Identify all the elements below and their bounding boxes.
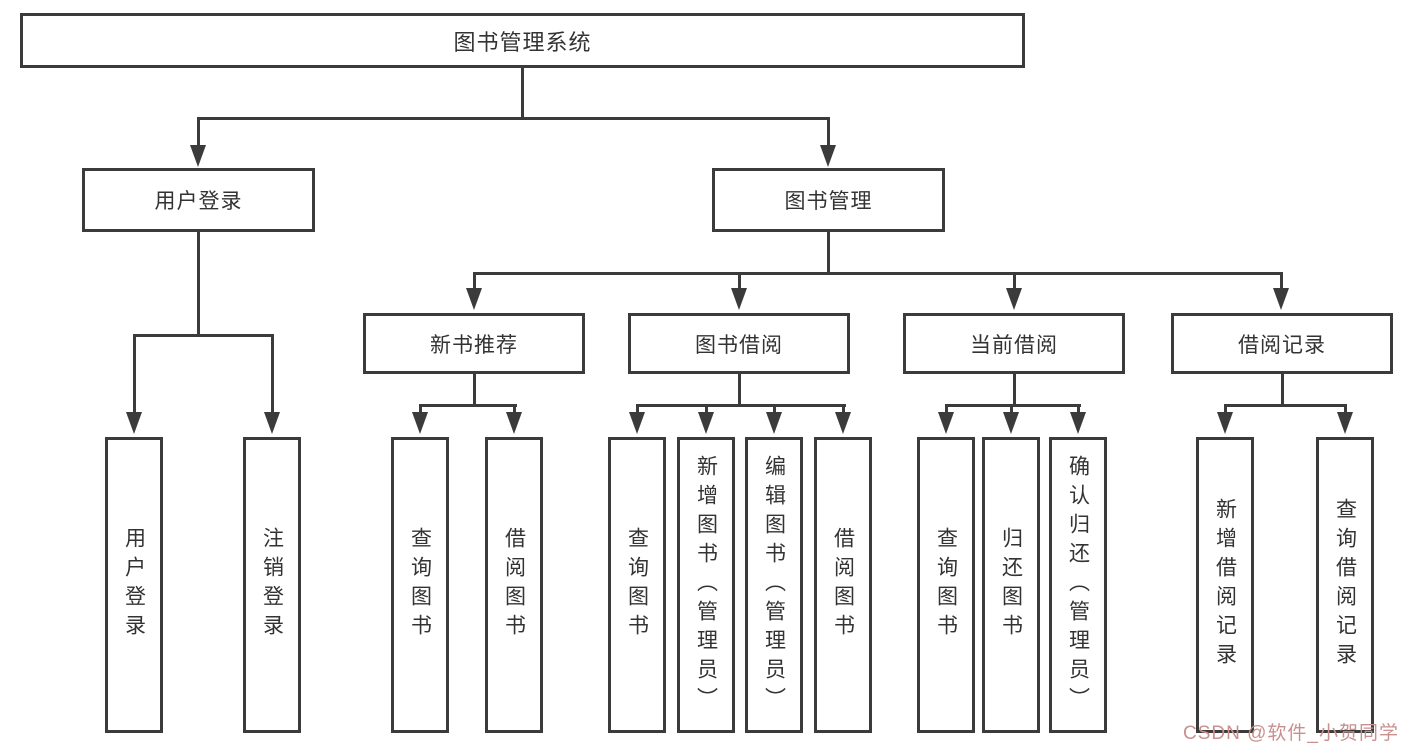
connector-borrow-branch	[635, 403, 846, 407]
leaf-newbooks-query: 查询图书	[391, 437, 449, 733]
connector-book-mgmt-stem	[826, 232, 830, 273]
connector-user-login-stem	[196, 232, 200, 335]
connector-arrow-current-query	[938, 405, 954, 434]
node-borrow-records: 借阅记录	[1171, 313, 1393, 374]
leaf-records-query: 查询借阅记录	[1316, 437, 1374, 733]
node-library-system: 图书管理系统	[20, 13, 1025, 68]
connector-arrow-borrow	[731, 273, 747, 310]
connector-borrow-stem	[737, 374, 741, 405]
leaf-records-add: 新增借阅记录	[1196, 437, 1254, 733]
connector-arrow-borrow-edit	[766, 405, 782, 434]
connector-records-stem	[1280, 374, 1284, 405]
connector-new-books-stem	[472, 374, 476, 405]
connector-arrow-records-add	[1217, 405, 1233, 434]
connector-arrow-newbooks-query	[412, 405, 428, 434]
connector-arrow-records-query	[1337, 405, 1353, 434]
leaf-borrow-add-admin: 新增图书（管理员）	[677, 437, 735, 733]
connector-arrow-borrow-add	[698, 405, 714, 434]
connector-current-branch	[944, 403, 1081, 407]
leaf-current-confirm-admin: 确认归还（管理员）	[1049, 437, 1107, 733]
connector-level3-branch	[472, 271, 1283, 275]
connector-arrow-leaf-logout	[264, 335, 280, 434]
connector-arrow-new-books	[466, 273, 482, 310]
connector-arrow-borrow-borrow	[835, 405, 851, 434]
leaf-borrow-query: 查询图书	[608, 437, 666, 733]
connector-arrow-borrow-query	[629, 405, 645, 434]
connector-current-stem	[1012, 374, 1016, 405]
leaf-current-query: 查询图书	[917, 437, 975, 733]
connector-records-branch	[1223, 403, 1347, 407]
node-user-login: 用户登录	[82, 168, 315, 232]
connector-arrow-user-login	[190, 118, 206, 167]
connector-arrow-book-mgmt	[820, 118, 836, 167]
connector-arrow-records	[1273, 273, 1289, 310]
watermark: CSDN @软件_小贺同学	[1183, 723, 1399, 744]
node-current-borrow: 当前借阅	[903, 313, 1125, 374]
node-book-borrow: 图书借阅	[628, 313, 850, 374]
connector-user-login-branch	[132, 333, 274, 337]
connector-arrow-leaf-user-login	[126, 335, 142, 434]
leaf-borrow-borrow: 借阅图书	[814, 437, 872, 733]
connector-level2-branch	[196, 116, 830, 120]
node-book-management: 图书管理	[712, 168, 945, 232]
connector-new-books-branch	[418, 403, 517, 407]
leaf-borrow-edit-admin: 编辑图书（管理员）	[745, 437, 803, 733]
connector-arrow-current-confirm	[1070, 405, 1086, 434]
leaf-logout: 注销登录	[243, 437, 301, 733]
connector-root-stem	[520, 68, 524, 118]
connector-arrow-current-return	[1003, 405, 1019, 434]
connector-arrow-current	[1006, 273, 1022, 310]
leaf-newbooks-borrow: 借阅图书	[485, 437, 543, 733]
leaf-current-return: 归还图书	[982, 437, 1040, 733]
node-new-book-recommend: 新书推荐	[363, 313, 585, 374]
leaf-user-login: 用户登录	[105, 437, 163, 733]
connector-arrow-newbooks-borrow	[506, 405, 522, 434]
